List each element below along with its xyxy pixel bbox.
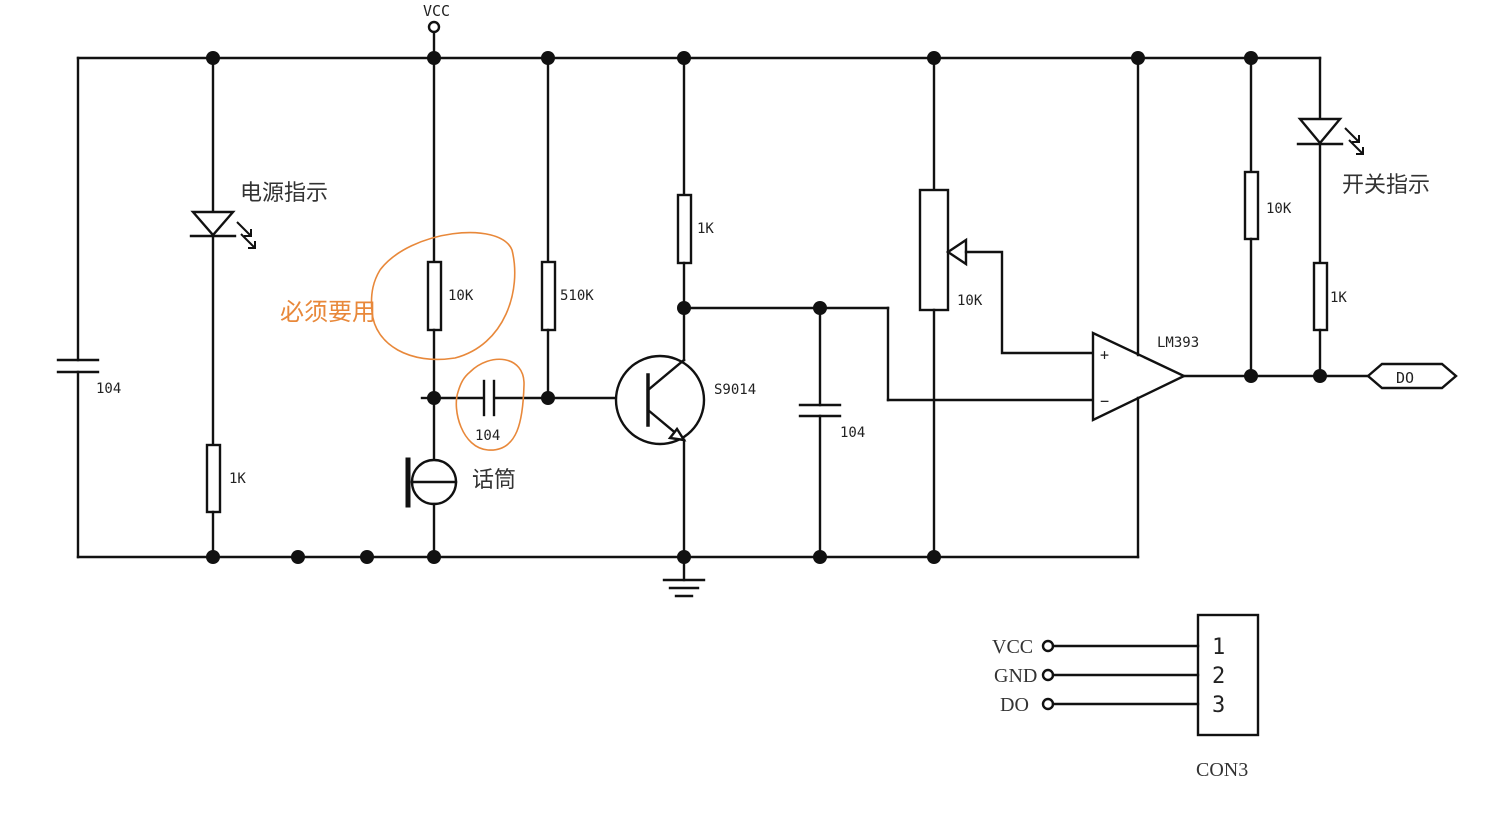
comparator-plus: +	[1100, 346, 1109, 364]
connector-pin-2-signal: GND	[994, 665, 1037, 687]
r-led1	[205, 443, 222, 514]
r-pullup-label: 10K	[1266, 201, 1292, 217]
connector-pin-1-number: 1	[1212, 635, 1225, 660]
r-collector	[676, 193, 693, 265]
connector-pin-2-terminal	[1041, 668, 1055, 682]
led1-arrowhead-1	[244, 229, 252, 237]
transistor-body	[614, 354, 706, 446]
vcc-terminal	[427, 20, 441, 34]
connector-body	[1196, 613, 1260, 737]
transistor-emitter-arrow	[667, 426, 687, 442]
c-couple-label: 104	[475, 428, 500, 444]
led1-arrow-1	[236, 221, 252, 237]
pot-label: 10K	[957, 293, 983, 309]
annotation-loop-capacitor	[455, 358, 525, 451]
led1-arrow-2	[240, 233, 256, 249]
led1-diode	[190, 210, 236, 237]
r-led2-label: 1K	[1330, 290, 1347, 306]
r-led1-label: 1K	[229, 471, 246, 487]
pot-wiper-arrow	[945, 237, 968, 267]
handwritten-annotation: 必须要用	[280, 231, 525, 451]
r-base	[540, 260, 557, 332]
comparator-label: LM393	[1157, 335, 1199, 351]
connector-con3: CON3 VCC 1 GND 2 DO 3	[992, 613, 1260, 781]
connector-pin-3-number: 3	[1212, 693, 1225, 718]
r-base-label: 510K	[560, 288, 594, 304]
transistor-collector	[646, 358, 686, 392]
led2-arrowhead-1	[1352, 135, 1360, 143]
connector-pin-2-number: 2	[1212, 664, 1225, 689]
r-collector-label: 1K	[697, 221, 714, 237]
connector-name: CON3	[1196, 759, 1248, 781]
potentiometer	[918, 188, 950, 312]
led2-arrow-1	[1344, 127, 1360, 143]
vcc-top-label: VCC	[423, 2, 450, 20]
junction-dots	[206, 51, 1327, 564]
connector-pin-1-signal: VCC	[992, 636, 1033, 658]
annotation-loop-resistor	[370, 231, 516, 361]
led1-arrowhead-2	[248, 241, 256, 249]
led2-arrowhead-2	[1356, 147, 1364, 155]
led2-arrow-2	[1348, 139, 1364, 155]
led2-diode	[1297, 117, 1343, 145]
mic-label: 话筒	[472, 468, 516, 493]
connector-pin-1-terminal	[1041, 639, 1055, 653]
led1-label: 电源指示	[240, 181, 328, 206]
pot-wiper-wire	[964, 250, 1095, 355]
transistor-label: S9014	[714, 382, 756, 398]
led2-label: 开关指示	[1342, 173, 1430, 198]
c-filter-label: 104	[840, 425, 865, 441]
comparator-minus: −	[1100, 392, 1109, 410]
output-tag	[1366, 362, 1458, 390]
connector-pin-3-signal: DO	[1000, 694, 1029, 716]
output-label: DO	[1396, 369, 1414, 387]
connector-pin-3-terminal	[1041, 697, 1055, 711]
r-pullup	[1243, 170, 1260, 241]
r-led2	[1312, 261, 1329, 332]
annotation-text: 必须要用	[280, 298, 376, 326]
r-bias-label: 10K	[448, 288, 474, 304]
r-bias	[426, 260, 443, 332]
c1-label: 104	[96, 381, 121, 397]
